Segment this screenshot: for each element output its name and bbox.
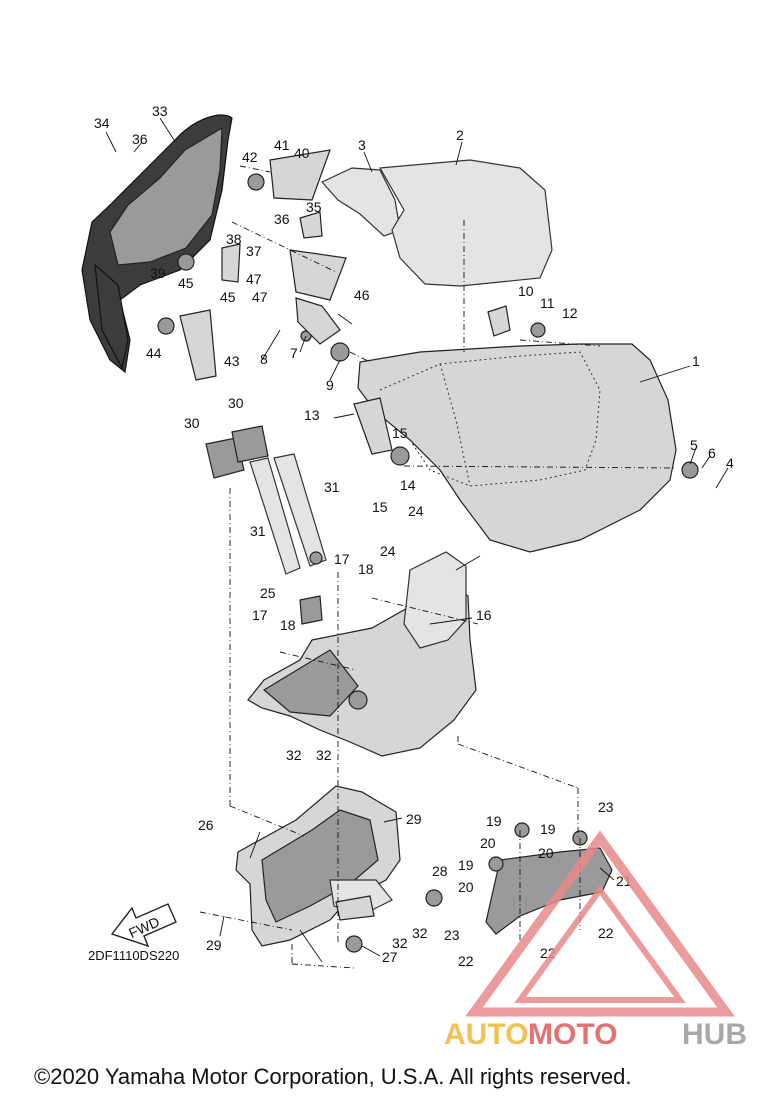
assembly-lines bbox=[199, 165, 677, 969]
part-16-housing bbox=[247, 551, 477, 757]
callout-7: 7 bbox=[290, 345, 298, 361]
callout-33: 33 bbox=[152, 103, 168, 119]
callout-30b: 30 bbox=[228, 395, 244, 411]
callout-20a: 20 bbox=[480, 835, 496, 851]
callout-25: 25 bbox=[260, 585, 276, 601]
leader-lines bbox=[105, 117, 729, 963]
callout-41: 41 bbox=[274, 137, 290, 153]
callout-12: 12 bbox=[562, 305, 578, 321]
callout-22c: 22 bbox=[458, 953, 474, 969]
callout-20c: 20 bbox=[458, 879, 474, 895]
callout-26: 26 bbox=[198, 817, 214, 833]
callout-29a: 29 bbox=[406, 811, 422, 827]
callout-13: 13 bbox=[304, 407, 320, 423]
callout-43: 43 bbox=[224, 353, 240, 369]
callout-36a: 36 bbox=[132, 131, 148, 147]
callout-30a: 30 bbox=[184, 415, 200, 431]
callout-17a: 17 bbox=[334, 551, 350, 567]
watermark-auto: AUTO bbox=[444, 1018, 528, 1051]
copyright-text: ©2020 Yamaha Motor Corporation, U.S.A. A… bbox=[34, 1064, 631, 1089]
callout-34: 34 bbox=[94, 115, 110, 131]
callout-16: 16 bbox=[476, 607, 492, 623]
callout-15a: 15 bbox=[392, 425, 408, 441]
watermark-logo: AUTO MOTO HUB bbox=[444, 830, 747, 1051]
callout-37: 37 bbox=[246, 243, 262, 259]
callout-17b: 17 bbox=[252, 607, 268, 623]
callout-46: 46 bbox=[354, 287, 370, 303]
callout-19a: 19 bbox=[486, 813, 502, 829]
watermark-hub: HUB bbox=[682, 1018, 747, 1051]
callout-18b: 18 bbox=[280, 617, 296, 633]
callout-23a: 23 bbox=[598, 799, 614, 815]
callout-18a: 18 bbox=[358, 561, 374, 577]
watermark-moto: MOTO bbox=[528, 1018, 617, 1051]
callout-9: 9 bbox=[326, 377, 334, 393]
callout-29b: 29 bbox=[206, 937, 222, 953]
callout-31a: 31 bbox=[324, 479, 340, 495]
callout-19c: 19 bbox=[458, 857, 474, 873]
callout-2: 2 bbox=[456, 127, 464, 143]
callout-14: 14 bbox=[400, 477, 416, 493]
callout-45a: 45 bbox=[178, 275, 194, 291]
callout-23b: 23 bbox=[444, 927, 460, 943]
callout-3: 3 bbox=[358, 137, 366, 153]
callout-32d: 32 bbox=[412, 925, 428, 941]
callout-5: 5 bbox=[690, 437, 698, 453]
callout-11: 11 bbox=[540, 295, 555, 311]
hardware bbox=[157, 149, 699, 953]
callout-24a: 24 bbox=[408, 503, 424, 519]
callout-10: 10 bbox=[518, 283, 534, 299]
part-1-cover bbox=[357, 343, 677, 553]
callout-20b: 20 bbox=[538, 845, 554, 861]
callout-31b: 31 bbox=[250, 523, 266, 539]
part-2-panel bbox=[379, 159, 553, 287]
callout-36b: 36 bbox=[274, 211, 290, 227]
callout-24b: 24 bbox=[380, 543, 396, 559]
callouts: 1 2 3 4 5 6 7 8 9 10 11 12 13 14 15 15 1… bbox=[94, 103, 734, 969]
callout-4: 4 bbox=[726, 455, 734, 471]
callout-6: 6 bbox=[708, 445, 716, 461]
callout-39: 39 bbox=[150, 265, 166, 281]
callout-1: 1 bbox=[692, 353, 700, 369]
part-33-cowl bbox=[81, 114, 233, 374]
callout-27: 27 bbox=[382, 949, 398, 965]
callout-28: 28 bbox=[432, 863, 448, 879]
callout-32b: 32 bbox=[316, 747, 332, 763]
part-30-31-straps bbox=[205, 425, 327, 575]
callout-8: 8 bbox=[260, 351, 268, 367]
callout-47a: 47 bbox=[246, 271, 262, 287]
callout-35: 35 bbox=[306, 199, 322, 215]
fwd-arrow-icon: FWD bbox=[110, 903, 177, 948]
callout-44: 44 bbox=[146, 345, 162, 361]
callout-47b: 47 bbox=[252, 289, 268, 305]
callout-45b: 45 bbox=[220, 289, 236, 305]
callout-32a: 32 bbox=[286, 747, 302, 763]
callout-32c: 32 bbox=[392, 935, 408, 951]
callout-15b: 15 bbox=[372, 499, 388, 515]
callout-19b: 19 bbox=[540, 821, 556, 837]
callout-40: 40 bbox=[294, 145, 310, 161]
callout-42: 42 bbox=[242, 149, 258, 165]
callout-38: 38 bbox=[226, 231, 242, 247]
callout-22a: 22 bbox=[598, 925, 614, 941]
part-26-bracket bbox=[235, 785, 401, 947]
diagram-code: 2DF1110DS220 bbox=[88, 948, 179, 963]
